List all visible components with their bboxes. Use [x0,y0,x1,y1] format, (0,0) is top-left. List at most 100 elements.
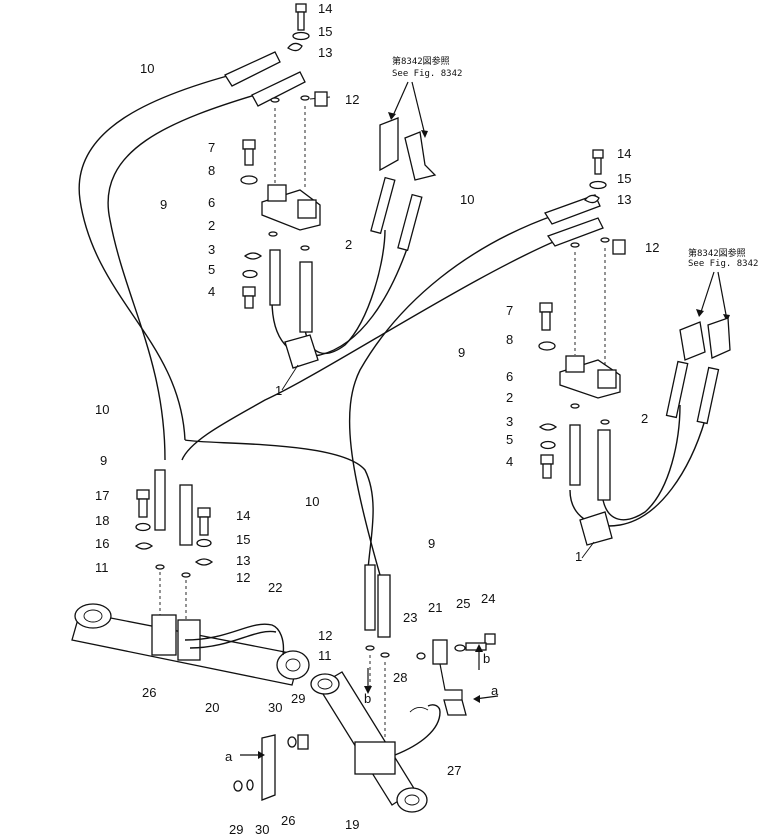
arrow-head [475,644,483,652]
washer [540,440,556,450]
hose-assemblies [78,69,706,576]
bolt-shank [541,311,551,331]
callout-labels: 1415131210978622354110141513129786223541… [95,1,659,837]
o-ring [380,652,390,658]
callout-c2c: 2 [506,390,513,405]
cylinder-head-eye-hole [317,678,333,690]
cylinder-head-eye-hole [285,658,301,672]
reference-note-upper: 第8342図参照 See Fig. 8342 [370,55,462,252]
arrow-line [411,81,426,136]
washer [287,736,297,748]
callout-c24: 24 [481,591,495,606]
callout-c10d: 10 [305,494,319,509]
callout-c14b: 14 [617,146,631,161]
hose-10-left-to-center [184,439,374,571]
callout-c26b: 26 [281,813,295,828]
bolt-head [540,454,554,465]
callout-c5a: 5 [208,262,215,277]
nut [297,734,309,750]
callout-c9b: 9 [458,345,465,360]
bolt-shank [244,295,254,309]
split-flange [584,194,600,204]
callout-c9a: 9 [160,197,167,212]
callout-c13a: 13 [318,45,332,60]
callout-c12d: 12 [318,628,332,643]
cylinder-head-eye [310,673,340,695]
bracket-block [432,639,448,665]
reference-note-right: 第8342図参照 See Fig. 8342 [665,247,758,425]
callout-c10a: 10 [140,61,154,76]
leader-line [281,364,299,391]
hose-1-loop-top [271,239,411,357]
reference-note-jp: 第8342図参照 [392,55,450,67]
bolt-head [197,507,211,518]
hose-end-fitting [544,194,601,225]
o-ring [600,419,610,425]
hose-end-fitting [269,249,281,306]
callout-c9d: 9 [428,536,435,551]
callout-c26a: 26 [142,685,156,700]
hose-end-fitting [251,71,306,107]
callout-c3a: 3 [208,242,215,257]
callout-c18: 18 [95,513,109,528]
tag-block [314,91,328,107]
callout-c14a: 14 [318,1,332,16]
callout-c29b: 29 [229,822,243,837]
leader-line [581,541,595,559]
o-ring [181,572,191,578]
callout-c6b: 6 [506,369,513,384]
callout-c1b: 1 [575,549,582,564]
arrow-line [391,81,409,119]
nut [233,780,243,792]
callout-c21: 21 [428,600,442,615]
left-hydraulic-cylinder [71,469,310,686]
block-boss [565,355,585,373]
split-flange [194,558,214,566]
callout-c12a: 12 [345,92,359,107]
hose-tie-marker [284,334,319,369]
washer [538,341,556,351]
hose-end-fitting [154,469,166,531]
callout-c22: 22 [268,580,282,595]
pipe-bracket [679,321,706,361]
mounting-bracket [261,734,276,801]
o-ring [600,237,610,243]
hose-end-fitting [377,574,391,638]
callout-c3b: 3 [506,414,513,429]
callout-c30a: 30 [268,700,282,715]
callout-c10c: 10 [95,402,109,417]
washer [246,779,254,791]
arrow-head [364,686,372,694]
o-ring [416,652,426,660]
hose-end-fitting [299,261,313,333]
cylinder-rod-eye [74,603,112,629]
callout-c7b: 7 [506,303,513,318]
callout-c4a: 4 [208,284,215,299]
o-ring [300,95,310,101]
reference-note-en: See Fig. 8342 [392,69,462,79]
callout-c7a: 7 [208,140,215,155]
o-ring [365,645,375,651]
pipe-clamp [443,699,467,716]
o-ring [570,403,580,409]
washer [589,180,607,190]
callout-c29a: 29 [291,691,305,706]
bracket-assembly-b [364,633,499,716]
o-ring [155,564,165,570]
small-hose [394,704,441,756]
callout-c2b: 2 [345,237,352,252]
arrow-head [258,751,265,759]
hose-end-fitting [665,360,689,419]
direction-letter-lb1: b [364,691,371,706]
callout-c15c: 15 [236,532,250,547]
o-ring [270,97,280,103]
hose-end-fitting [179,484,193,546]
cylinder-rod-eye-hole [404,794,420,806]
o-ring [300,245,310,251]
callout-c6a: 6 [208,195,215,210]
hose-10-right [348,214,556,576]
right-fitting-cluster [538,149,626,559]
callout-c13c: 13 [236,553,250,568]
